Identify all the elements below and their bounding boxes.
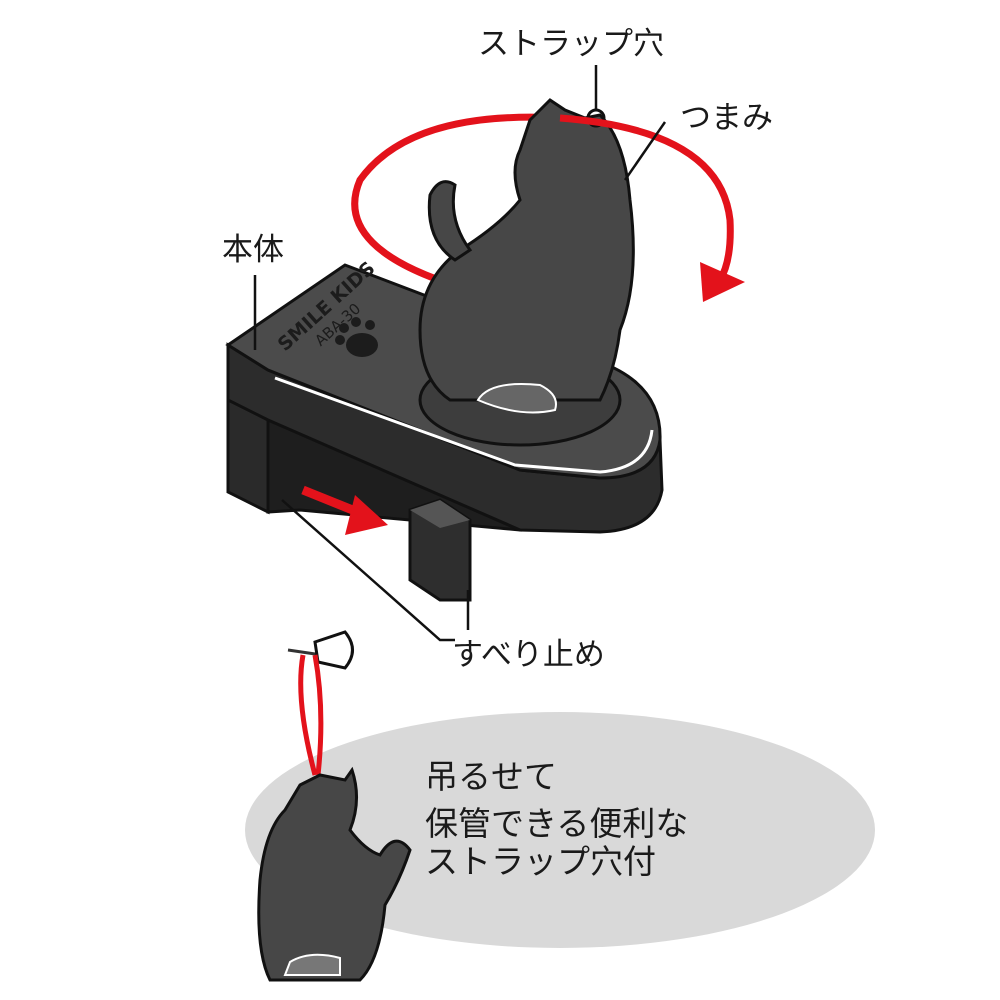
hanging-cat-base — [283, 953, 341, 976]
cat-base — [476, 383, 557, 414]
rotation-arrow-back — [351, 113, 561, 294]
label-knob: つまみ — [680, 100, 773, 136]
leader-knob — [623, 121, 667, 181]
caption-line-2: 保管できる便利な — [425, 804, 688, 843]
hanging-cat — [257, 766, 412, 982]
caption-line-1: 吊るせて — [425, 757, 557, 796]
rotation-arrowhead — [700, 262, 745, 302]
anti-slip-leg-top — [410, 500, 470, 528]
rotation-arrow-front — [559, 114, 734, 282]
label-anti-slip: すべり止め — [452, 637, 605, 673]
paw-icon — [335, 317, 378, 357]
caption-background — [245, 712, 875, 948]
label-body: 本体 — [222, 232, 284, 268]
bench-highlight — [274, 376, 654, 474]
hook-cup — [313, 630, 354, 670]
cat-tail — [427, 180, 473, 262]
leader-anti-slip-1 — [281, 499, 455, 642]
slide-arrowhead — [345, 495, 388, 535]
caption-line-3: ストラップ穴付 — [425, 842, 656, 881]
strap-cord — [298, 654, 324, 776]
label-strap-hole: ストラップ穴 — [478, 26, 664, 62]
cat-knob — [418, 98, 635, 402]
